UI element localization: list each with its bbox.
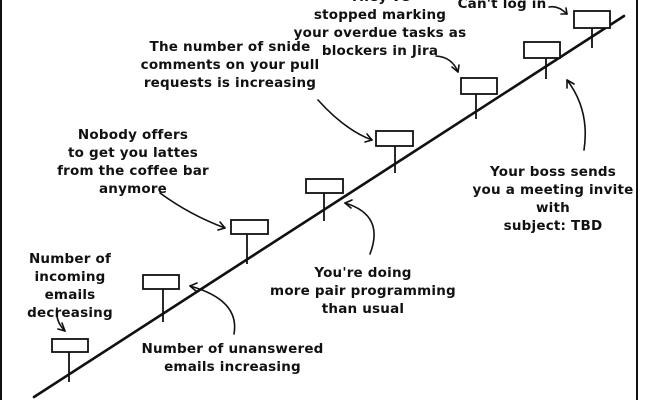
arrowhead-cant-log-in <box>560 7 568 15</box>
label-snide-comments: The number of snide comments on your pul… <box>140 39 320 91</box>
signpost-6 <box>460 77 498 119</box>
signpost-1 <box>51 338 89 382</box>
signpost-4 <box>305 178 344 221</box>
signpost-7 <box>523 41 561 79</box>
label-jira-blockers: They've stopped marking your overdue tas… <box>293 0 467 59</box>
left-border <box>0 0 2 400</box>
arrowhead-incoming-emails <box>57 322 66 332</box>
right-border <box>636 0 638 400</box>
signpost-3 <box>230 219 269 264</box>
arrow-meeting-invite <box>566 79 587 151</box>
arrowhead-lattes <box>217 221 226 231</box>
arrow-lattes <box>159 192 226 229</box>
label-cant-log-in: Can't log in <box>457 0 547 12</box>
arrowhead-jira-blockers <box>451 64 460 73</box>
label-incoming-emails: Number of incoming emails decreasing <box>27 251 113 321</box>
signpost-2 <box>142 274 180 322</box>
arrow-snide-comments <box>317 99 373 141</box>
label-unanswered-emails: Number of unanswered emails increasing <box>141 341 324 375</box>
arrow-unanswered-emails <box>189 285 236 335</box>
label-lattes: Nobody offers to get you lattes from the… <box>57 127 209 197</box>
arrowhead-unanswered-emails <box>189 282 198 292</box>
arrow-incoming-emails <box>55 307 66 332</box>
arrowhead-meeting-invite <box>566 79 575 89</box>
arrow-jira-blockers <box>435 55 459 73</box>
arrow-pair-programming <box>344 202 375 255</box>
label-meeting-invite: Your boss sends you a meeting invite wit… <box>472 164 634 234</box>
arrowhead-pair-programming <box>344 199 353 209</box>
timeline-line <box>32 14 626 399</box>
signpost-5 <box>375 130 414 173</box>
signpost-8 <box>573 10 611 48</box>
arrow-cant-log-in <box>548 5 568 15</box>
label-pair-programming: You're doing more pair programming than … <box>270 265 456 317</box>
arrowhead-snide-comments <box>364 133 373 143</box>
